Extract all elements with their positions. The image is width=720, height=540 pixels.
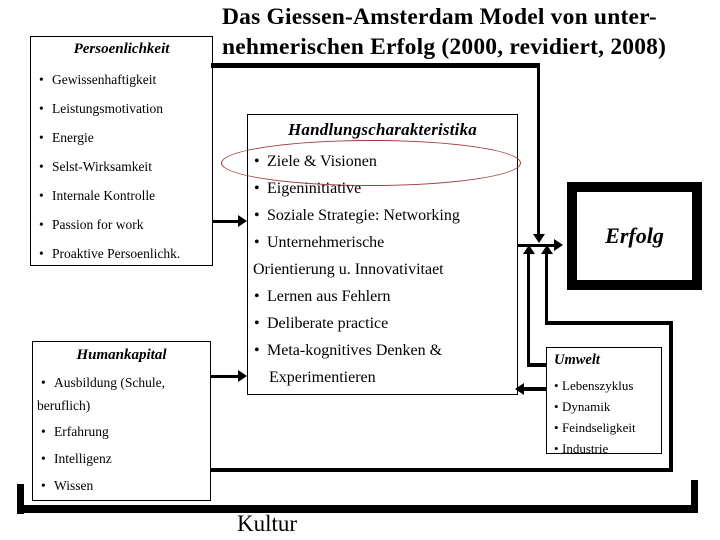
- list-item: •Industrie: [554, 438, 661, 459]
- bullet-icon: •: [41, 451, 46, 466]
- list-item: •Feindseligkeit: [554, 417, 661, 438]
- bullet-icon: •: [254, 342, 260, 359]
- line-persoenlichkeit-direct-down: [537, 66, 540, 234]
- list-item: •Selst-Wirksamkeit: [31, 152, 212, 181]
- list-item: •Unternehmerische: [248, 229, 517, 256]
- arrowhead-up-icon: [523, 245, 535, 254]
- umwelt-title: Umwelt: [554, 352, 600, 368]
- persoenlichkeit-title: Persoenlichkeit: [73, 41, 170, 57]
- kultur-bracket-right: [691, 480, 698, 513]
- humankapital-title: Humankapital: [76, 347, 167, 363]
- line-persoenlichkeit-direct-top: [211, 63, 540, 68]
- list-item-continuation: Orientierung u. Innovativitaet: [253, 261, 444, 278]
- bullet-icon: •: [41, 478, 46, 493]
- list-item-continuation: Experimentieren: [269, 369, 376, 386]
- erfolg-box: Erfolg: [567, 182, 702, 290]
- list-item: •Meta-kognitives Denken &: [248, 337, 517, 364]
- list-item: •Leistungsmotivation: [31, 94, 212, 123]
- umwelt-box: Umwelt •Lebenszyklus •Dynamik •Feindseli…: [546, 347, 662, 456]
- list-item: •Erfahrung: [33, 418, 210, 445]
- bullet-icon: •: [254, 315, 260, 332]
- list-item: •Deliberate practice: [248, 310, 517, 337]
- list-item: •Ausbildung (Schule,: [33, 372, 210, 394]
- list-item: •Lernen aus Fehlern: [248, 283, 517, 310]
- bullet-icon: •: [39, 101, 44, 116]
- slide-title-line2: nehmerischen Erfolg (2000, revidiert, 20…: [222, 34, 667, 60]
- bullet-icon: •: [254, 180, 260, 197]
- arrow-persoenlichkeit-to-handlung: [212, 220, 239, 223]
- bullet-icon: •: [254, 288, 260, 305]
- arrowhead-right-icon: [238, 370, 247, 382]
- bullet-icon: •: [254, 234, 260, 251]
- persoenlichkeit-box: Persoenlichkeit •Gewissenhaftigkeit •Lei…: [30, 36, 213, 266]
- arrow-humankapital-to-handlung: [211, 375, 239, 378]
- arrowhead-left-icon: [515, 383, 524, 395]
- bullet-icon: •: [554, 420, 559, 435]
- list-item: •Passion for work: [31, 210, 212, 239]
- bullet-icon: •: [39, 72, 44, 87]
- arrowhead-right-icon: [554, 239, 563, 251]
- kultur-label: Kultur: [237, 511, 298, 536]
- arrowhead-up-icon: [541, 245, 553, 254]
- arrowhead-down-icon: [533, 234, 545, 243]
- line-umwelt-elbow: [527, 363, 547, 367]
- bullet-icon: •: [39, 159, 44, 174]
- line-humankapital-direct-mid: [545, 321, 673, 325]
- list-item: •Soziale Strategie: Networking: [248, 202, 517, 229]
- line-humankapital-direct-up: [545, 254, 548, 325]
- humankapital-box: Humankapital •Ausbildung (Schule, berufl…: [32, 341, 211, 501]
- list-item: •Internale Kontrolle: [31, 181, 212, 210]
- line-umwelt-up: [527, 254, 530, 365]
- bullet-icon: •: [554, 378, 559, 393]
- emphasis-ellipse: [221, 140, 521, 186]
- bullet-icon: •: [39, 130, 44, 145]
- list-item: •Proaktive Persoenlichk.: [31, 239, 212, 268]
- list-item: •Dynamik: [554, 396, 661, 417]
- bullet-icon: •: [41, 375, 46, 390]
- bullet-icon: •: [554, 441, 559, 456]
- handlungscharakteristika-title: Handlungscharakteristika: [287, 120, 477, 139]
- erfolg-title: Erfolg: [605, 223, 664, 248]
- bullet-icon: •: [254, 207, 260, 224]
- bullet-icon: •: [41, 424, 46, 439]
- list-item: •Intelligenz: [33, 445, 210, 472]
- list-item: •Energie: [31, 123, 212, 152]
- bullet-icon: •: [39, 217, 44, 232]
- arrow-handlung-to-erfolg: [518, 244, 555, 247]
- bullet-icon: •: [39, 246, 44, 261]
- slide-title: Das Giessen-Amsterdam Model von unter- n…: [222, 2, 717, 62]
- kultur-bracket-bottom: [17, 505, 698, 513]
- line-humankapital-direct-right: [669, 321, 673, 472]
- bullet-icon: •: [554, 399, 559, 414]
- bullet-icon: •: [39, 188, 44, 203]
- arrowhead-right-icon: [238, 215, 247, 227]
- list-item: •Gewissenhaftigkeit: [31, 65, 212, 94]
- list-item-continuation: beruflich): [37, 398, 91, 413]
- arrow-umwelt-to-handlung: [524, 387, 547, 391]
- line-humankapital-direct-bottom: [211, 468, 673, 472]
- list-item: •Wissen: [33, 472, 210, 499]
- kultur-bracket-left: [17, 484, 24, 514]
- slide-title-line1: Das Giessen-Amsterdam Model von unter-: [222, 4, 657, 30]
- list-item: •Lebenszyklus: [554, 375, 661, 396]
